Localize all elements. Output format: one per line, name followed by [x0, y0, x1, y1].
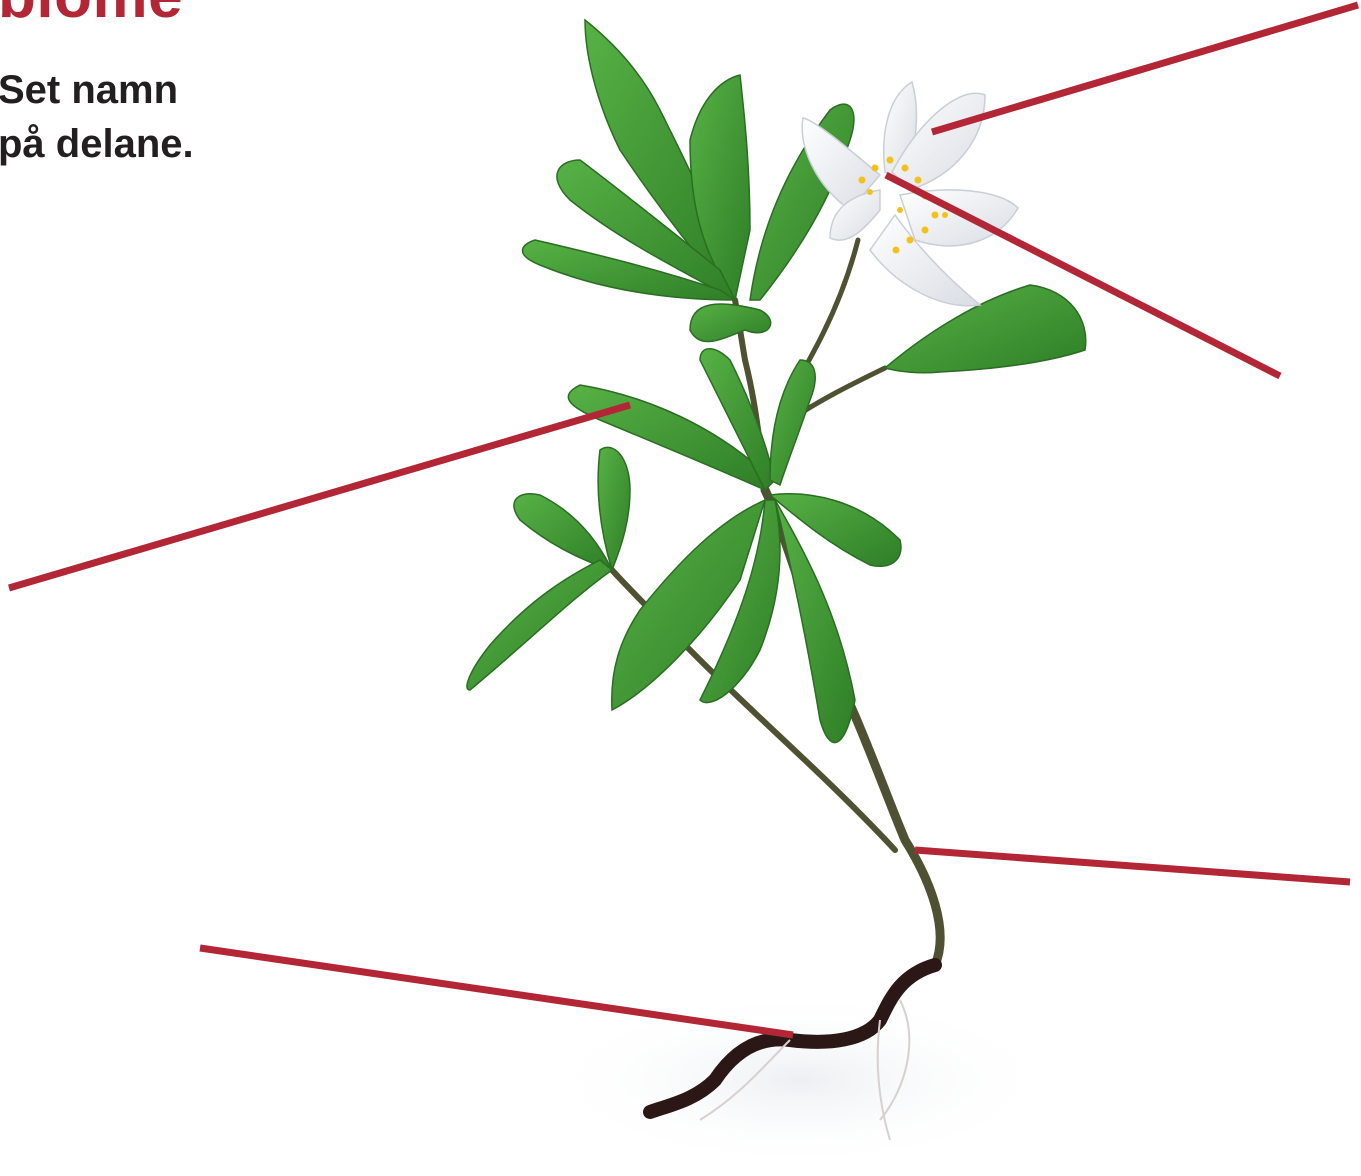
- stamen-2: [872, 165, 879, 172]
- stamen-5: [915, 177, 922, 184]
- leaf-middle-3: [770, 360, 815, 485]
- stamen-1: [859, 177, 866, 184]
- leaf-lower-left-3: [598, 447, 630, 570]
- stamen-9: [907, 237, 914, 244]
- stamen-8: [922, 227, 929, 234]
- label-line-stem: [915, 850, 1350, 882]
- label-line-root: [200, 948, 793, 1035]
- petal-4: [900, 190, 1018, 246]
- label-line-petal: [932, 5, 1358, 132]
- stamen-4: [902, 165, 909, 172]
- stamen-10: [893, 247, 900, 254]
- stamen-12: [897, 207, 903, 213]
- stamen-11: [867, 189, 873, 195]
- ground-shadow: [540, 990, 1060, 1170]
- stamen-13: [942, 212, 948, 218]
- stamen-3: [887, 157, 894, 164]
- stamen-7: [932, 212, 939, 219]
- leaf-lower-left-2: [467, 560, 612, 690]
- leaf-right: [885, 285, 1086, 373]
- leaves: [467, 20, 1086, 743]
- leaf-top-mid: [690, 304, 771, 342]
- leaf-lower-left-1: [514, 494, 612, 570]
